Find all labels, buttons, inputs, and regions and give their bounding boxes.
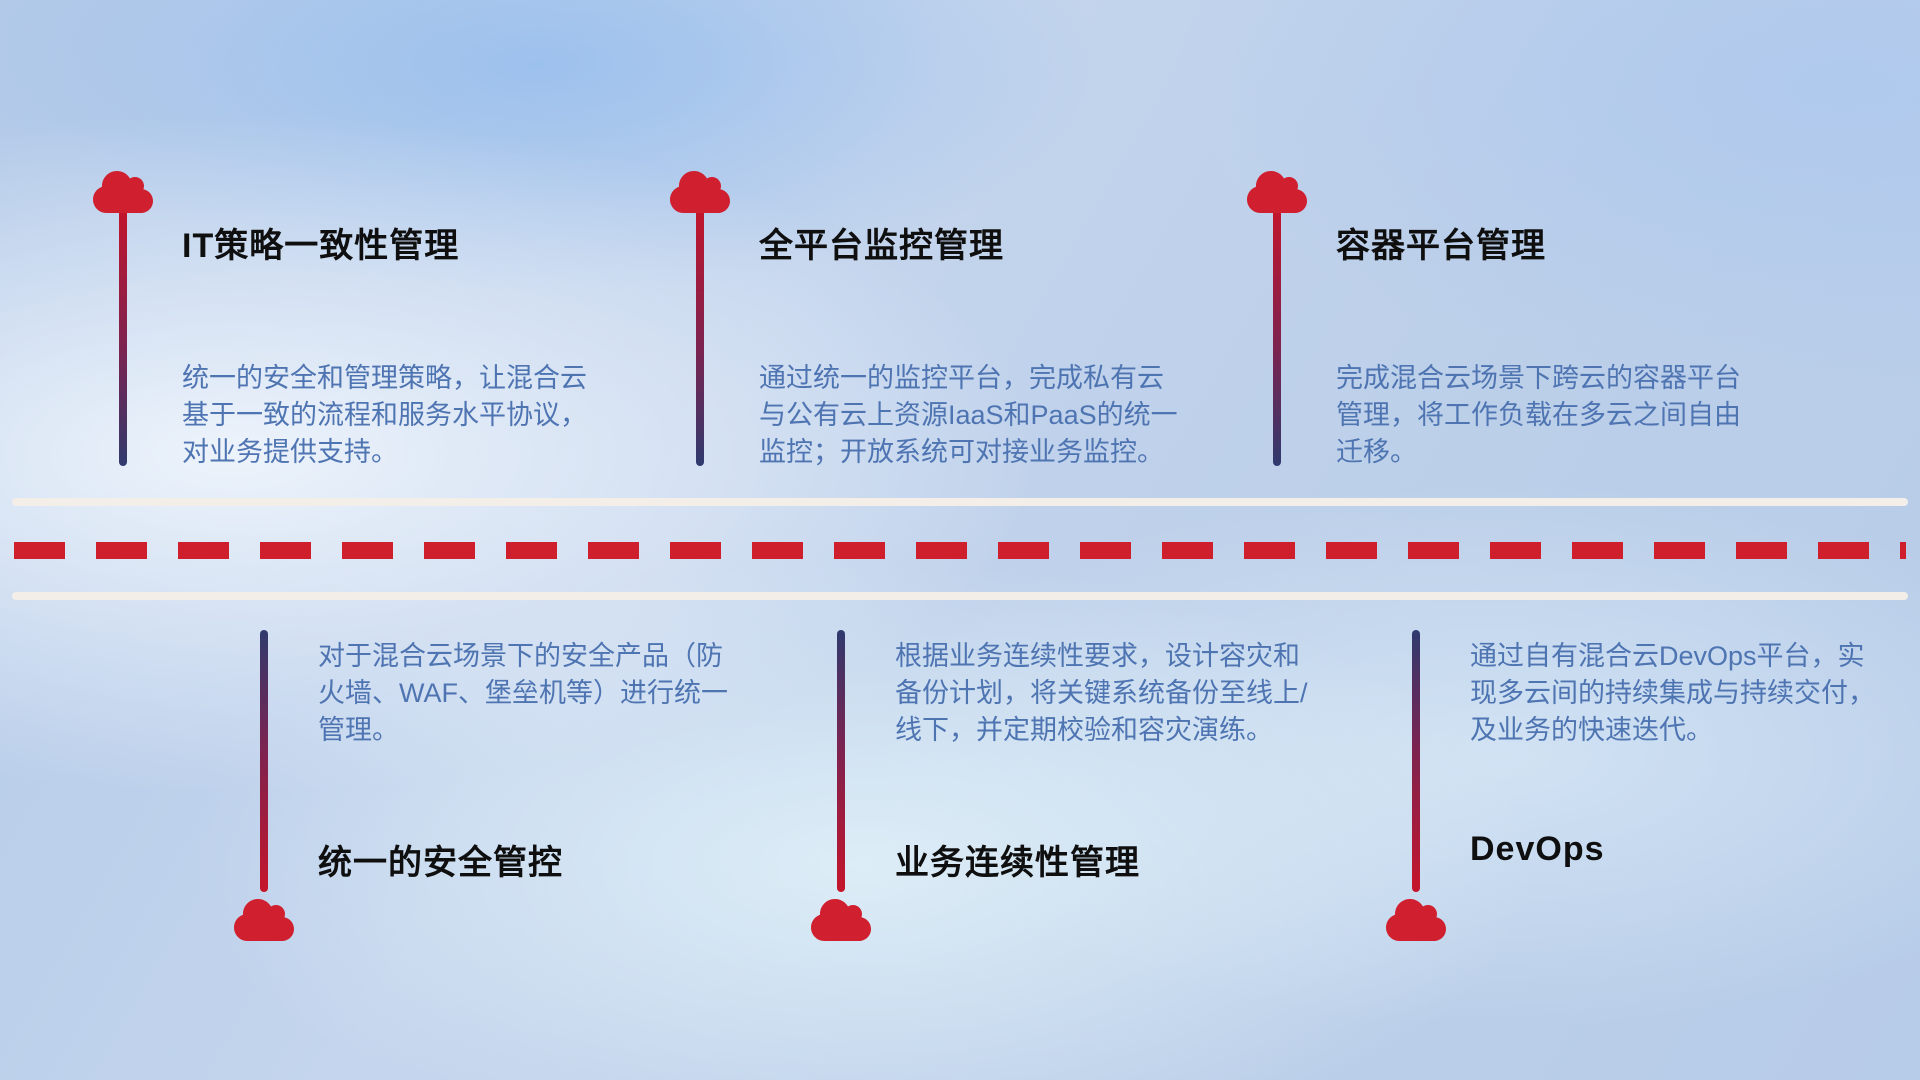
- item-description: 完成混合云场景下跨云的容器平台管理，将工作负载在多云之间自由迁移。: [1336, 363, 1741, 467]
- item-description: 根据业务连续性要求，设计容灾和备份计划，将关键系统备份至线上/线下，并定期校验和…: [895, 641, 1308, 745]
- feature-item-container-platform: 容器平台管理 完成混合云场景下跨云的容器平台管理，将工作负载在多云之间自由迁移。: [1247, 168, 1767, 488]
- feature-item-business-continuity: 根据业务连续性要求，设计容灾和备份计划，将关键系统备份至线上/线下，并定期校验和…: [811, 630, 1351, 960]
- cloud-icon: [670, 171, 730, 213]
- timeline-pole: [1273, 206, 1281, 466]
- road-dashed-center-line: [14, 542, 1906, 559]
- feature-item-monitoring: 全平台监控管理 通过统一的监控平台，完成私有云与公有云上资源IaaS和PaaS的…: [670, 168, 1190, 488]
- cloud-icon: [1247, 171, 1307, 213]
- item-description: 通过自有混合云DevOps平台，实现多云间的持续集成与持续交付，及业务的快速迭代…: [1470, 641, 1875, 745]
- item-title: 全平台监控管理: [759, 227, 1004, 265]
- feature-item-it-policy: IT策略一致性管理 统一的安全和管理策略，让混合云基于一致的流程和服务水平协议，…: [93, 168, 613, 488]
- cloud-icon: [1386, 899, 1446, 941]
- cloud-icon: [93, 171, 153, 213]
- road-line-top: [12, 498, 1908, 506]
- item-description: 统一的安全和管理策略，让混合云基于一致的流程和服务水平协议，对业务提供支持。: [182, 363, 587, 467]
- item-description: 通过统一的监控平台，完成私有云与公有云上资源IaaS和PaaS的统一监控；开放系…: [759, 363, 1178, 467]
- item-title: DevOps: [1470, 830, 1605, 868]
- timeline-pole: [696, 206, 704, 466]
- timeline-pole: [260, 630, 268, 892]
- feature-item-security-control: 对于混合云场景下的安全产品（防火墙、WAF、堡垒机等）进行统一管理。 统一的安全…: [234, 630, 774, 960]
- cloud-icon: [234, 899, 294, 941]
- item-title: 统一的安全管控: [318, 844, 563, 882]
- cloud-icon: [811, 899, 871, 941]
- road-line-bottom: [12, 592, 1908, 600]
- item-title: 容器平台管理: [1336, 227, 1546, 265]
- timeline-pole: [119, 206, 127, 466]
- timeline-pole: [1412, 630, 1420, 892]
- item-title: IT策略一致性管理: [182, 227, 460, 265]
- feature-item-devops: 通过自有混合云DevOps平台，实现多云间的持续集成与持续交付，及业务的快速迭代…: [1386, 630, 1916, 960]
- timeline-pole: [837, 630, 845, 892]
- item-description: 对于混合云场景下的安全产品（防火墙、WAF、堡垒机等）进行统一管理。: [318, 641, 728, 745]
- item-title: 业务连续性管理: [895, 844, 1140, 882]
